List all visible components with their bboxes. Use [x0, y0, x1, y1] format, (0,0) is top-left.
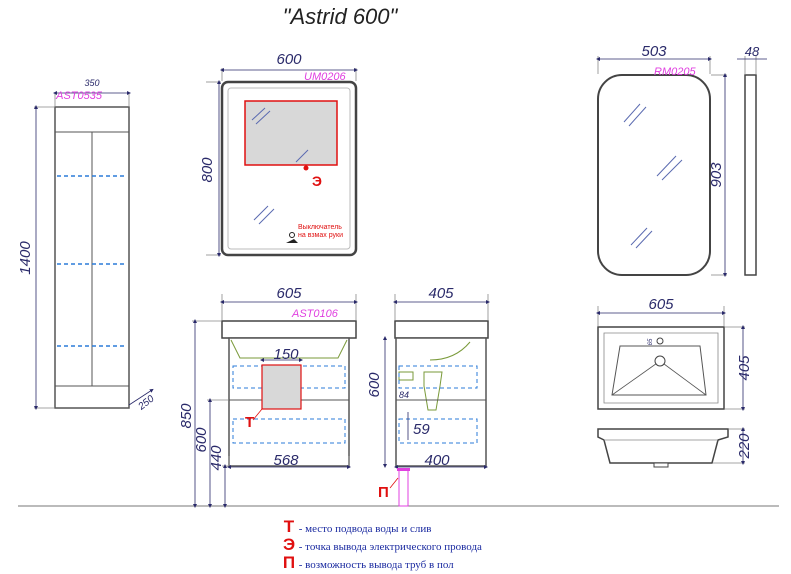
- mirror-height-label: 800: [199, 157, 216, 183]
- legend-item: Э - точка вывода электрического провода: [282, 536, 622, 554]
- cabinet-height-label: 1400: [17, 241, 34, 275]
- legend-item: Т - место подвода воды и слив: [282, 518, 622, 536]
- legend-text: возможность вывода труб в пол: [305, 559, 454, 571]
- hole-dimension-label: 65: [648, 338, 654, 345]
- inner-width-label: 568: [273, 452, 299, 469]
- dim-59-label: 59: [413, 421, 430, 438]
- cabinet-width-label: 350: [84, 78, 99, 88]
- water-marker: Т: [245, 414, 254, 431]
- switch-note-line2: на взмах руки: [298, 232, 343, 239]
- side-top-shelf: [398, 365, 478, 389]
- legend-dash: -: [298, 523, 303, 535]
- utility-zone: [261, 364, 302, 410]
- dim-84-label: 84: [399, 390, 409, 400]
- vanity-side-view: 84 59 405 600 400 П: [366, 285, 490, 507]
- cabinet-depth-label: 250: [136, 393, 157, 413]
- vanity-code: AST0106: [291, 308, 339, 320]
- basin-views: 65 605 405 220: [596, 296, 753, 468]
- legend: Т - место подвода воды и слив Э - точка …: [282, 518, 622, 572]
- height-600-label: 600: [193, 427, 210, 453]
- mirror-display-zone: [244, 100, 338, 166]
- basin-width-label: 605: [648, 296, 674, 313]
- basin-depth-label: 405: [736, 355, 753, 381]
- round-mirror-height-label: 903: [708, 162, 725, 188]
- floor-pipe-zone: [398, 469, 409, 507]
- height-850-label: 850: [178, 403, 195, 429]
- legend-dash: -: [298, 541, 303, 553]
- side-bottom-label: 400: [424, 452, 450, 469]
- side-bottom-shelf: [398, 418, 478, 444]
- round-mirror-frame: [597, 74, 711, 276]
- vanity-front-view: Т 605 AST0106 150 568 850 600 440: [178, 285, 358, 508]
- height-440-label: 440: [208, 445, 225, 471]
- basin-side-view: [597, 428, 729, 464]
- floor-pipe-marker: П: [378, 484, 389, 501]
- bottom-shelf: [232, 418, 346, 444]
- cabinet-depth-dimension: [128, 388, 154, 406]
- side-basin-top: [394, 320, 489, 339]
- drawing-title: "Astrid 600": [282, 4, 398, 29]
- round-mirror: 503 RM0205 903 48: [596, 43, 767, 277]
- switch-note-line1: Выключатель: [298, 224, 342, 231]
- mirror-electric-marker: Э: [312, 173, 322, 189]
- basin-top: [221, 320, 357, 339]
- vanity-width-label: 605: [276, 285, 302, 302]
- side-body: [395, 337, 487, 467]
- socket-width-label: 150: [273, 346, 299, 363]
- sensor-switch-icon: [289, 232, 295, 238]
- outlet-point: [303, 165, 309, 171]
- side-depth-label: 405: [428, 285, 454, 302]
- mirror-width-label: 600: [276, 51, 302, 68]
- round-mirror-side-view: [744, 74, 757, 276]
- legend-text: место подвода воды и слив: [305, 523, 432, 535]
- led-mirror: Э Выключатель на взмах руки 600 UM0206 8…: [199, 51, 358, 257]
- legend-text: точка вывода электрического провода: [305, 541, 482, 553]
- mirror-code: UM0206: [304, 71, 346, 83]
- legend-mark: Э: [282, 535, 296, 554]
- tall-cabinet: 350 AST0535 1400 250: [17, 78, 157, 413]
- round-mirror-depth-label: 48: [745, 44, 760, 59]
- legend-mark: П: [282, 553, 296, 572]
- round-mirror-width-label: 503: [641, 43, 667, 60]
- round-mirror-code: RM0205: [654, 66, 696, 78]
- legend-item: П - возможность вывода труб в пол: [282, 554, 622, 572]
- drain-hole: [654, 355, 666, 367]
- basin-height-label: 220: [736, 433, 753, 460]
- legend-mark: Т: [283, 517, 295, 536]
- cabinet-code: AST0535: [55, 90, 103, 102]
- side-height-label: 600: [366, 372, 383, 398]
- legend-dash: -: [298, 559, 303, 571]
- tap-hole: [656, 337, 664, 345]
